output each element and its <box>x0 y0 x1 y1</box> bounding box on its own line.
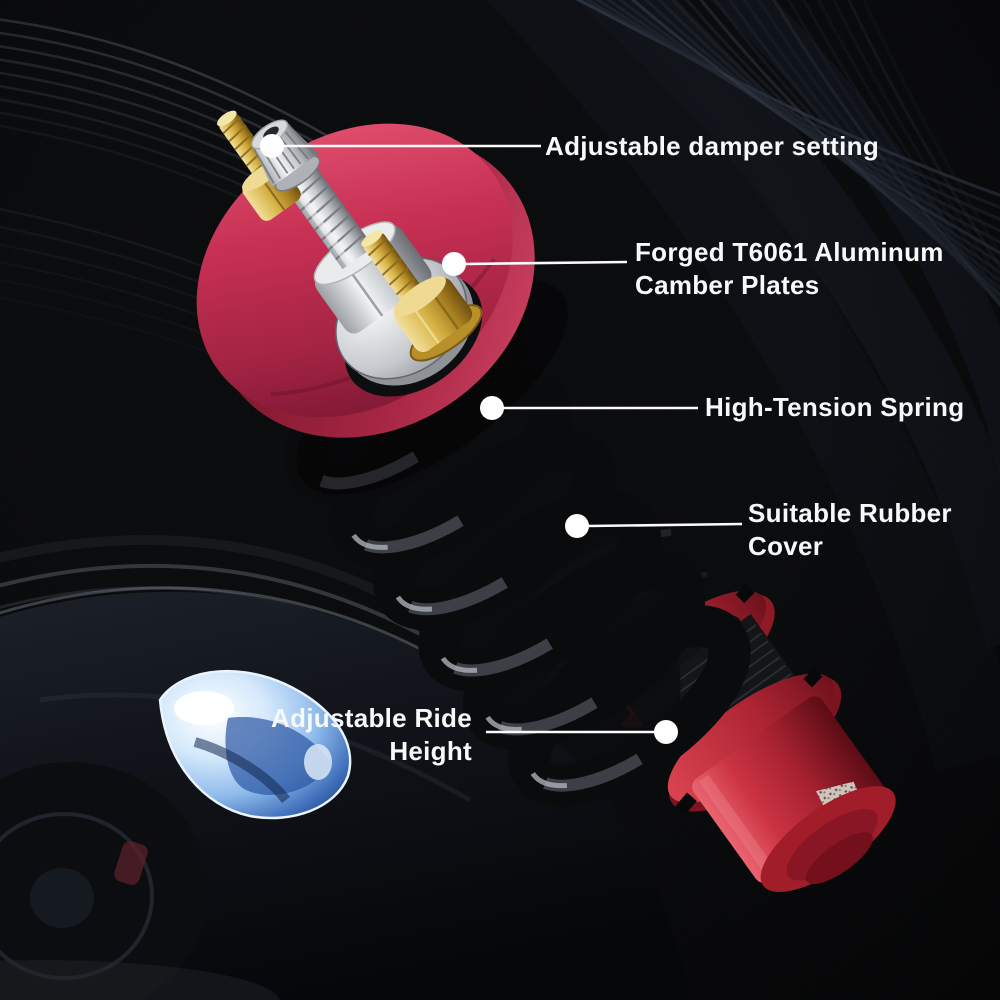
coil-spring <box>284 279 751 807</box>
gold-bolt-right <box>361 230 483 362</box>
callout-dot-rubber <box>565 514 589 538</box>
callout-damper-setting-label: Adjustable damper setting <box>545 131 879 161</box>
callout-dot-spring <box>480 396 504 420</box>
callout-rubber-cover-label: Suitable Rubber Cover <box>748 498 952 561</box>
leader-line-rubber <box>587 522 743 528</box>
car-headlight <box>158 669 352 820</box>
car-wheel <box>0 762 208 1000</box>
coilover-assembly <box>196 110 896 893</box>
leader-line-camber <box>464 260 628 266</box>
spring-coil <box>373 428 616 631</box>
callout-dot-ride <box>654 720 678 744</box>
spring-coil <box>418 489 661 692</box>
threaded-shaft <box>280 160 374 270</box>
road-glow <box>0 960 280 1000</box>
callout-ride-height-label: Adjustable Ride Height <box>271 703 472 766</box>
spring-coil <box>508 604 751 807</box>
callout-dot-damper <box>260 134 284 158</box>
callout-high-tension-spring-label: High-Tension Spring <box>705 392 965 422</box>
spring-coil <box>329 366 572 569</box>
spring-coil <box>463 548 706 751</box>
callout-dot-camber <box>442 252 466 276</box>
callout-camber-plates-label: Forged T6061 Aluminum Camber Plates <box>635 237 944 300</box>
